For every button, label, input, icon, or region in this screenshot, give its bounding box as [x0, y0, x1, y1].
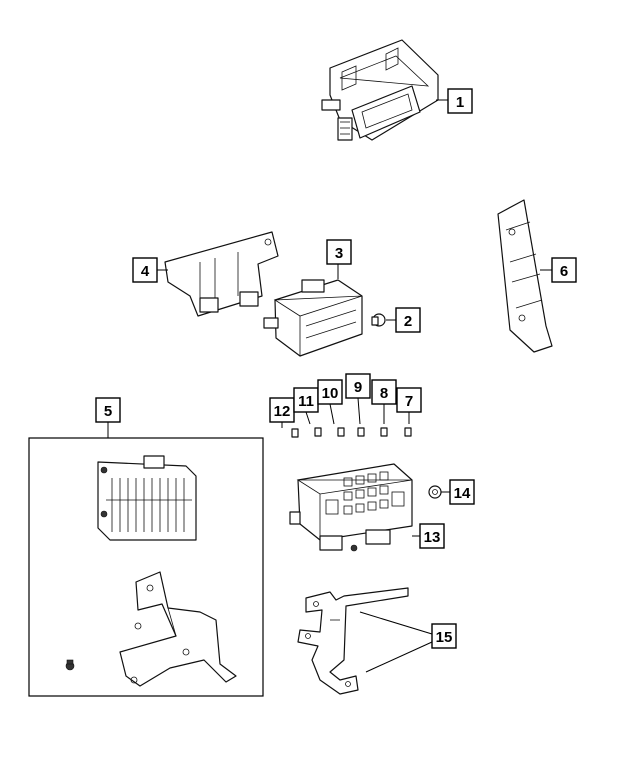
part-6-bracket [497, 199, 553, 353]
callout-2-label: 2 [404, 313, 412, 330]
part-13-junction-box [289, 463, 413, 552]
callout-15: 15 [431, 623, 457, 649]
callout-3-label: 3 [335, 245, 343, 262]
callout-12-label: 12 [274, 403, 291, 420]
callout-11: 11 [293, 387, 319, 413]
part-4-bracket [164, 231, 279, 317]
callout-7-label: 7 [405, 393, 413, 410]
callout-5-label: 5 [104, 403, 112, 420]
callout-6-label: 6 [560, 263, 568, 280]
callout-14-label: 14 [454, 485, 471, 502]
callout-3: 3 [326, 239, 352, 265]
callout-1-label: 1 [456, 94, 464, 111]
part-15-bracket [297, 587, 409, 695]
callout-6: 6 [551, 257, 577, 283]
callout-9-label: 9 [354, 379, 362, 396]
callout-15-label: 15 [436, 629, 453, 646]
callout-9: 9 [345, 373, 371, 399]
callout-14: 14 [449, 479, 475, 505]
part-5-screw [65, 659, 75, 671]
callout-4-label: 4 [141, 263, 150, 280]
callout-11-label: 11 [298, 393, 314, 410]
callout-8: 8 [371, 379, 397, 405]
callout-8-label: 8 [380, 385, 388, 402]
part-2-screw [371, 313, 386, 327]
callout-12: 12 [269, 397, 295, 423]
callout-10-label: 10 [322, 385, 339, 402]
part-1-control-module [321, 39, 439, 141]
part-14-nut [428, 485, 442, 499]
small-fuses [291, 427, 412, 438]
callout-13-label: 13 [424, 529, 441, 546]
callout-10: 10 [317, 379, 343, 405]
part-5-module [97, 455, 197, 541]
callout-13: 13 [419, 523, 445, 549]
callout-1: 1 [447, 88, 473, 114]
callout-5: 5 [95, 397, 121, 423]
callout-4: 4 [132, 257, 158, 283]
callout-7: 7 [396, 387, 422, 413]
part-5-group-box [28, 437, 264, 697]
part-5-bracket [119, 571, 237, 687]
leaders-15 [359, 611, 433, 673]
callout-2: 2 [395, 307, 421, 333]
fuse-leaders [281, 397, 410, 428]
part-3-module [263, 279, 363, 357]
